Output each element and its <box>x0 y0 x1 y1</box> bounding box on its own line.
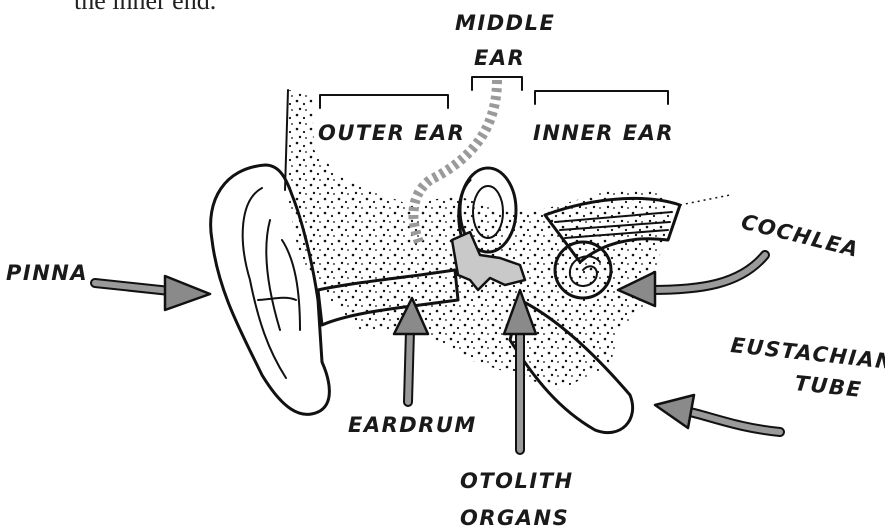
middle-ear-label-line1: MIDDLE <box>455 11 555 35</box>
eustachian-arrow <box>655 395 780 432</box>
cochlea-label: COCHLEA <box>739 210 862 262</box>
pinna-label: PINNA <box>6 261 88 285</box>
eustachian-label-line1: EUSTACHIAN <box>729 333 885 374</box>
inner-ear-label: INNER EAR <box>533 121 674 145</box>
eustachian-label-line2: TUBE <box>793 371 863 402</box>
eardrum-label: EARDRUM <box>348 413 477 437</box>
pinna-inner-fold-2 <box>258 220 300 330</box>
otolith-label-line2: ORGANS <box>460 506 569 530</box>
outer-ear-bracket <box>320 95 448 108</box>
outer-ear-label: OUTER EAR <box>318 121 465 145</box>
inner-ear-bracket <box>535 91 668 104</box>
otolith-label-line1: OTOLITH <box>460 469 574 493</box>
pinna-arrow <box>95 276 210 310</box>
middle-ear-label-line2: EAR <box>474 46 525 70</box>
skull-outline <box>285 90 288 190</box>
